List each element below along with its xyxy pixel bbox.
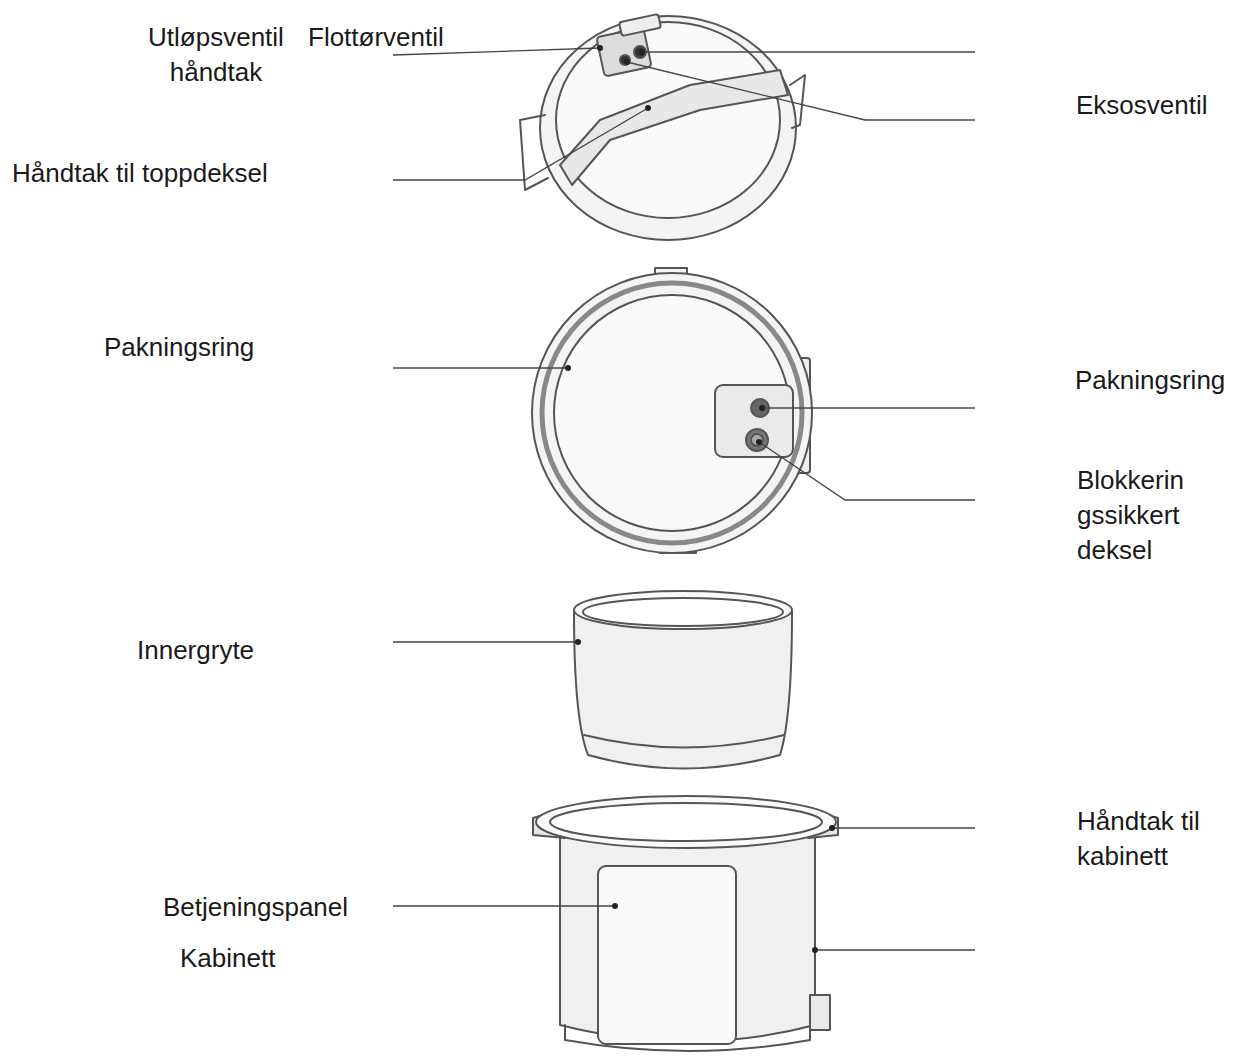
- part-label: Pakningsring: [1075, 363, 1250, 398]
- part-label: Blokkerin gssikkert deksel: [1077, 463, 1217, 568]
- part-label: Eksosventil: [1076, 88, 1246, 123]
- part-label: Utløpsventil håndtak: [132, 20, 300, 90]
- leader-lines: [393, 48, 975, 950]
- leader-dots: [565, 45, 835, 953]
- cabinet: [533, 796, 838, 1051]
- part-label: Kabinett: [180, 941, 380, 976]
- part-label: Håndtak til kabinett: [1077, 804, 1217, 874]
- part-label: Betjeningspanel: [163, 890, 393, 925]
- lid-underside: [532, 268, 812, 553]
- inner-pot: [574, 591, 792, 769]
- top-lid: [520, 14, 805, 240]
- part-label: Flottørventil: [308, 20, 478, 55]
- part-label: Pakningsring: [104, 330, 304, 365]
- part-label: Innergryte: [137, 633, 337, 668]
- part-label: Håndtak til toppdeksel: [12, 156, 342, 191]
